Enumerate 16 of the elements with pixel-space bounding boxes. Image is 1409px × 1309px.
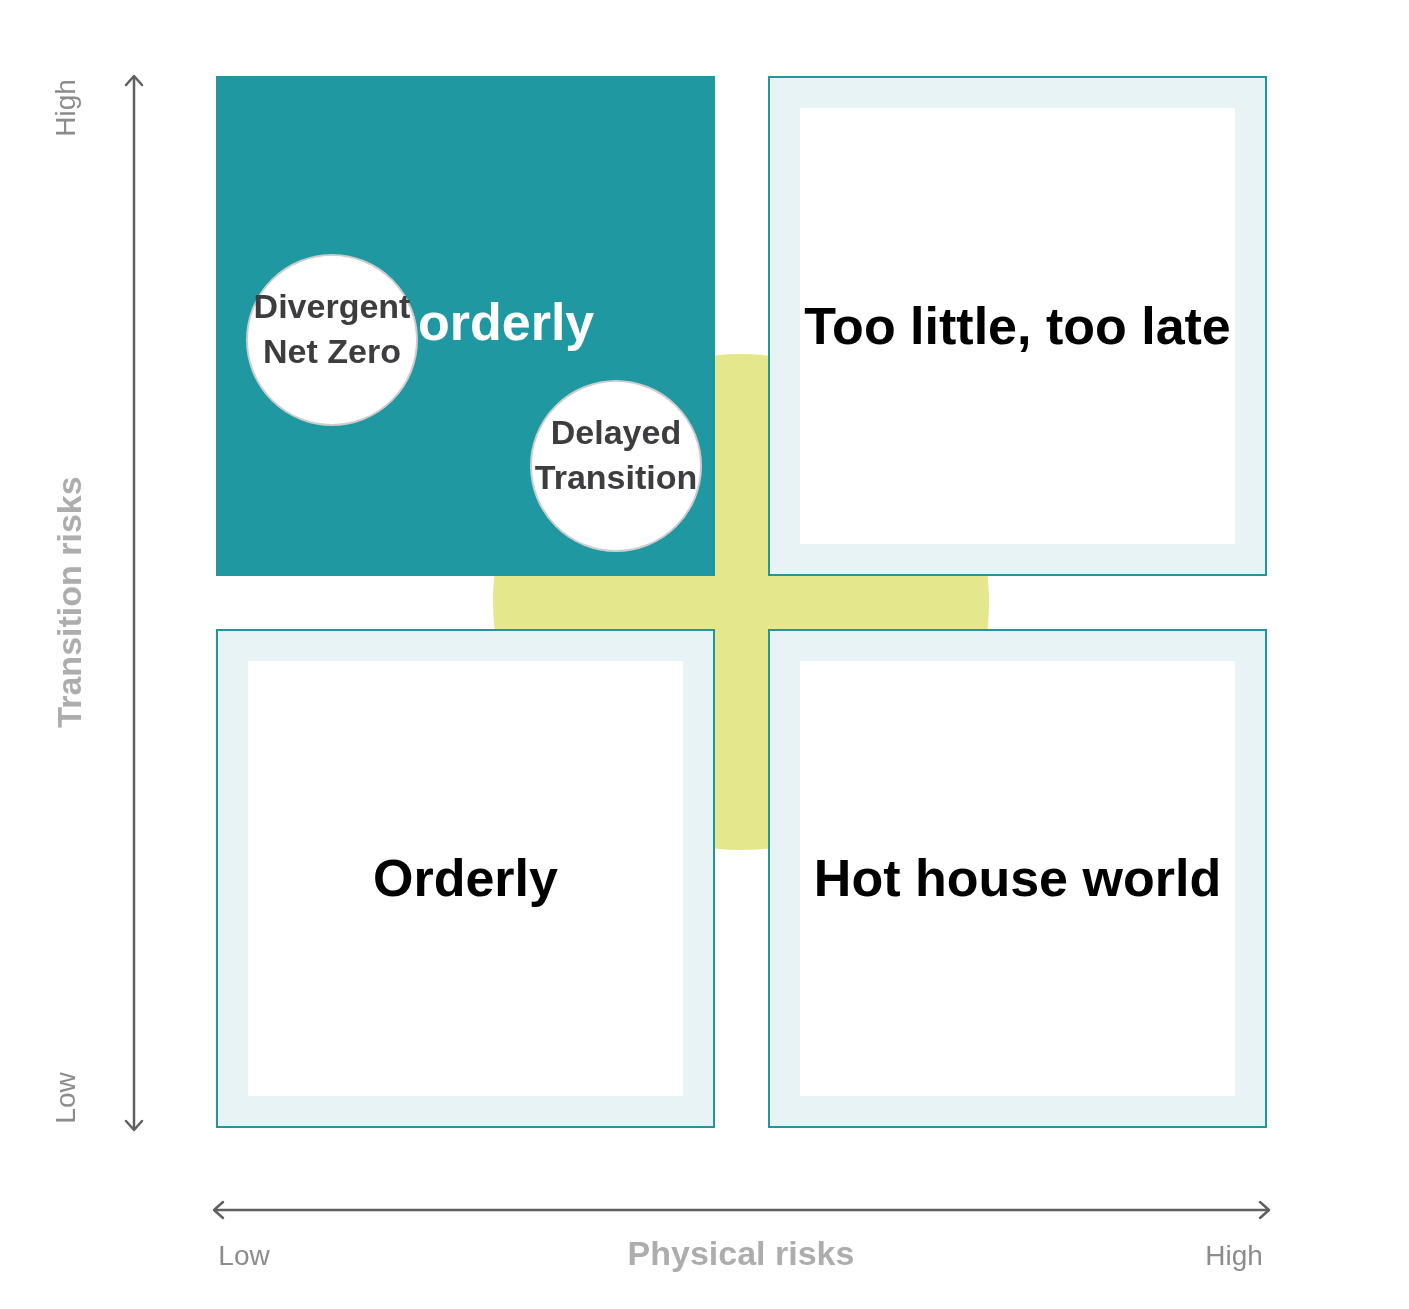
quadrant-panel bbox=[768, 76, 1267, 576]
axis-end-label: Low bbox=[49, 1072, 82, 1124]
quadrant-label: Hot house world bbox=[813, 848, 1222, 910]
scenario-label: Divergent Net Zero bbox=[252, 286, 412, 372]
axis-title: Physical risks bbox=[627, 1234, 855, 1274]
quadrant-panel bbox=[768, 629, 1267, 1128]
quadrant-label: orderly bbox=[418, 292, 595, 354]
axis-end-label: High bbox=[1205, 1239, 1263, 1273]
quadrant-panel bbox=[216, 629, 715, 1128]
scenario-label: Delayed Transition bbox=[533, 412, 699, 498]
quadrant-label: Orderly bbox=[373, 848, 558, 910]
axis-title: Transition risks bbox=[50, 476, 90, 728]
quadrant-panel bbox=[216, 76, 715, 576]
quadrant-label: Too little, too late bbox=[804, 295, 1231, 357]
axis-end-label: High bbox=[49, 79, 82, 137]
axis-end-label: Low bbox=[218, 1239, 270, 1273]
